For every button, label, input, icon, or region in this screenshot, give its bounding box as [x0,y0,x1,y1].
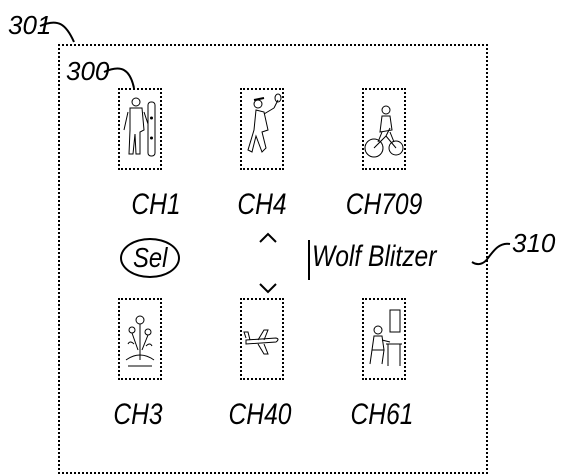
chevron-down-icon[interactable] [256,282,280,296]
select-button[interactable]: Sel [120,238,180,278]
channel-tile-ch3[interactable] [118,298,162,380]
snowboarder-icon [123,97,156,157]
leader-lines [39,21,511,266]
channel-label-ch40: CH40 [228,398,292,431]
ref-300: 300 [66,56,110,86]
channel-label-ch4: CH4 [237,188,287,221]
channel-tile-ch40[interactable] [240,298,284,380]
flowers-icon [125,315,155,367]
channel-tile-ch61[interactable] [362,298,406,380]
name-field[interactable]: Wolf Blitzer [312,240,437,273]
channel-tile-ch4[interactable] [240,88,284,170]
leader-300 [103,67,135,89]
airplane-icon [243,329,279,355]
reader-at-desk-icon [369,309,402,366]
leader-301 [39,21,75,43]
channel-tile-ch1[interactable] [118,88,162,170]
cyclist-icon [364,105,404,158]
chevron-up-icon[interactable] [256,230,280,244]
select-button-label: Sel [132,242,168,273]
text-cursor [308,240,310,280]
channel-label-ch709: CH709 [345,188,423,221]
tennis-player-icon [247,93,282,153]
channel-label-ch3: CH3 [113,398,163,431]
channel-label-ch1: CH1 [131,188,181,221]
channel-tile-ch709[interactable] [362,88,406,170]
channel-label-ch61: CH61 [350,398,414,431]
ref-310: 310 [512,228,556,258]
leader-310 [471,242,511,266]
